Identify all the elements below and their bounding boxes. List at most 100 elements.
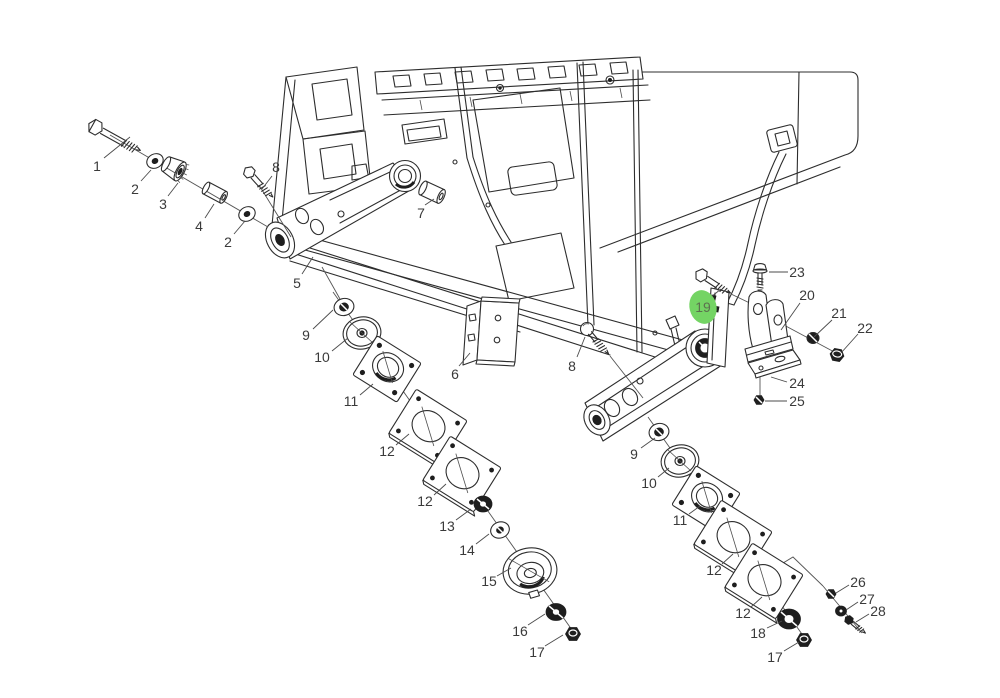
callout-18-rubber-bushing: 18 [750,625,766,641]
leader-line-9 [640,437,656,449]
leader-line-15 [496,567,512,577]
leader-line-2 [233,220,246,235]
leader-line-18 [766,620,783,629]
leader-line-6 [458,352,471,367]
leader-line-10 [331,337,349,352]
callout-22-lock-nut: 22 [857,320,873,336]
callout-3-rubber-bushing: 3 [159,196,167,212]
part-9-flange-nut-left [333,297,355,317]
callout-12-mount-plate: 12 [417,493,433,509]
part-16-bushing [545,603,567,621]
callout-5-suspension-arm: 5 [293,275,301,291]
part-15-mount-cup [502,547,558,599]
part-11-cab-mount-right [671,465,741,533]
part-11-cab-mount-left [352,335,422,403]
callout-4-spacer-sleeve: 4 [195,218,203,234]
leader-line-17 [783,641,800,652]
callout-15-mount-cup: 15 [481,573,497,589]
part-8-bolt-left [243,166,274,198]
callout-1-hex-bolt: 1 [93,158,101,174]
leader-line-12 [433,483,447,496]
part-9-flange-nut-right [648,422,670,442]
leader-line-8 [576,336,586,358]
part-18-bushing [777,608,801,630]
callout-21-washer: 21 [831,305,847,321]
part-12-plate-left-2 [422,436,502,517]
leader-line-5 [301,256,314,275]
prop-rod [576,61,595,327]
leader-line-20 [780,302,801,331]
leader-line-17 [544,634,564,647]
callout-26-nut: 26 [850,574,866,590]
callout-2-washer: 2 [131,181,139,197]
callout-13-rubber-bushing: 13 [439,518,455,534]
leader-line-3 [167,182,179,197]
leader-line-28 [855,613,870,623]
callout-17-lock-nut: 17 [529,644,545,660]
leader-line-11 [688,505,701,515]
leader-line-12 [750,596,763,608]
callout-9-flange-nut: 9 [630,446,638,462]
callout-20-hinge-bracket: 20 [799,287,815,303]
callout-28-hex-bolt: 28 [870,603,886,619]
part-3-bushing [160,156,190,183]
part-4-sleeve [201,181,228,204]
part-10-disc-left [342,316,382,350]
callout-16-rubber-bushing: 16 [512,623,528,639]
callout-23-hex-bolt: 23 [789,264,805,280]
part-7-sleeve [418,180,446,204]
leader-line-11 [359,383,374,396]
callout-10-washer-disc: 10 [641,475,657,491]
callout-24-shim-plate: 24 [789,375,805,391]
callout-14-washer: 14 [459,542,475,558]
callout-17-lock-nut: 17 [767,649,783,665]
callout-9-flange-nut: 9 [302,327,310,343]
leader-line-13 [455,508,472,521]
part-27-washer [835,605,847,617]
leader-line-4 [204,203,215,219]
part-13-bushing [473,495,493,513]
callout-12-mount-plate: 12 [379,443,395,459]
part-8-bolt-right [579,321,610,355]
leader-line-10 [657,467,670,478]
callout-11-cab-mount: 11 [344,393,359,409]
shim-plate-24 [747,349,802,379]
part-14-washer [490,521,510,539]
leader-line-21 [813,319,833,338]
part-12-plate-right-2 [724,543,804,624]
leader-line-24 [770,376,788,383]
callout-27-washer: 27 [859,591,875,607]
part-2-washer-a [146,153,164,169]
leader-line-22 [840,333,859,354]
callout-2-washer: 2 [224,234,232,250]
left-suspension-arm [264,159,422,260]
callout-8-hex-bolt: 8 [568,358,576,374]
leader-line-16 [527,613,546,626]
leader-line-12 [721,553,734,565]
highlight-marker [689,290,717,324]
leader-line-2 [140,169,152,182]
part-25-nut [753,395,765,405]
leader-line-14 [475,533,490,545]
part-1-bolt [88,118,141,153]
leader-line-19 [710,288,722,298]
callout-7-spacer-sleeve: 7 [417,205,425,221]
part-26-nut [825,589,837,599]
part-22-nut [829,348,845,362]
callout-19-hex-bolt: 19 [695,299,711,315]
part-17-nut-left [565,627,581,641]
callout-12-mount-plate: 12 [706,562,722,578]
leader-line-8 [261,175,273,190]
callout-11-cab-mount: 11 [673,512,688,528]
leader-line-27 [845,601,859,611]
leader-line-12 [395,433,410,446]
leader-line-26 [835,584,850,594]
cab-body [270,56,859,385]
callout-25-nut: 25 [789,393,805,409]
part-28-bolt [844,615,866,634]
leader-line-7 [424,198,435,206]
callout-8-hex-bolt: 8 [272,159,280,175]
stay-rod [632,69,643,353]
right-suspension-arm [583,287,730,442]
